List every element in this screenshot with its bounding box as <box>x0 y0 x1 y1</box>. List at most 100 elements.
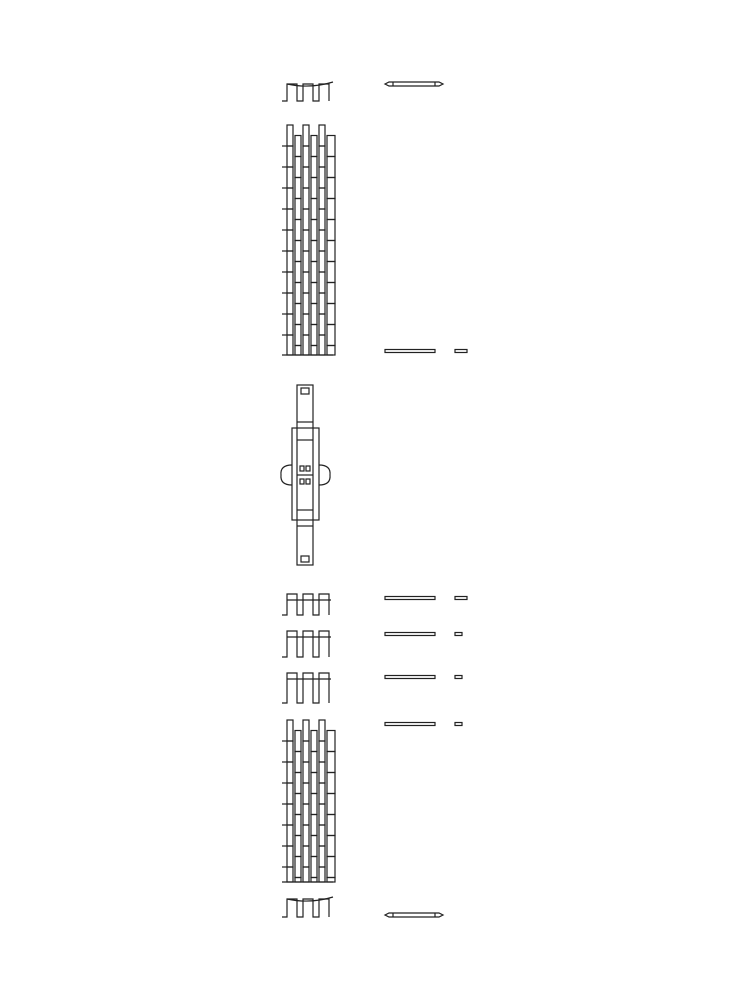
link-brick <box>326 197 336 221</box>
end-link-outline <box>282 672 330 704</box>
link-brick <box>302 313 310 336</box>
link-brick <box>302 292 310 315</box>
link-brick <box>318 761 326 784</box>
link-brick <box>318 292 326 315</box>
push-button-left <box>280 464 293 486</box>
link-brick <box>318 145 326 168</box>
pin-rod <box>454 631 463 637</box>
link-brick <box>310 155 318 179</box>
link-brick <box>286 803 294 826</box>
link-brick <box>302 782 310 805</box>
link-brick <box>310 876 318 883</box>
link-brick <box>318 334 326 356</box>
clasp-hinge-hole <box>305 478 311 485</box>
link-brick <box>294 750 302 774</box>
link-brick <box>318 187 326 210</box>
end-link-outline <box>282 898 330 918</box>
link-brick <box>286 145 294 168</box>
link-brick <box>318 719 326 742</box>
link-brick <box>326 855 336 879</box>
end-link-curve <box>286 896 334 902</box>
link-brick <box>326 260 336 284</box>
link-brick <box>294 155 302 179</box>
link-brick <box>326 281 336 305</box>
link-brick <box>286 761 294 784</box>
link-brick <box>302 145 310 168</box>
link-brick <box>294 813 302 837</box>
clasp-side-view <box>280 384 331 566</box>
link-brick <box>302 740 310 763</box>
link-brick <box>286 334 294 356</box>
pin-upper-short <box>454 348 468 354</box>
spring-bar-bottom <box>383 912 445 918</box>
link-brick <box>318 740 326 763</box>
pin-rod <box>454 721 463 727</box>
pin-rod <box>384 631 436 637</box>
link-brick <box>310 344 318 356</box>
link-brick <box>302 334 310 356</box>
clasp-cover <box>291 427 320 521</box>
end-link-outline <box>282 593 330 616</box>
link-brick <box>318 803 326 826</box>
link-brick <box>294 771 302 795</box>
link-brick <box>310 323 318 347</box>
link-brick <box>318 166 326 189</box>
link-brick <box>286 845 294 868</box>
link-brick <box>318 845 326 868</box>
link-brick <box>302 824 310 847</box>
link-brick <box>302 866 310 883</box>
link-brick <box>294 281 302 305</box>
end-link-top <box>282 81 334 102</box>
link-brick <box>326 218 336 242</box>
link-brick <box>286 740 294 763</box>
link-brick <box>318 866 326 883</box>
link-brick <box>286 124 294 147</box>
link-brick <box>286 866 294 883</box>
link-brick <box>286 292 294 315</box>
link-brick <box>302 761 310 784</box>
link-brick <box>302 187 310 210</box>
link-single-1 <box>282 593 331 616</box>
link-brick <box>286 229 294 252</box>
link-brick <box>286 782 294 805</box>
link-brick <box>310 792 318 816</box>
link-brick <box>294 239 302 263</box>
link-brick <box>310 176 318 200</box>
link-brick <box>310 855 318 879</box>
link-brick <box>310 302 318 326</box>
link-brick <box>326 323 336 347</box>
clasp-hinge-hole <box>299 465 305 472</box>
clasp-hinge-hole <box>299 478 305 485</box>
pin-rod <box>454 348 468 354</box>
pin-rod <box>383 81 445 87</box>
link-brick <box>326 302 336 326</box>
link-brick <box>310 729 318 753</box>
link-segment-lower <box>282 719 336 883</box>
pin-3 <box>384 674 436 680</box>
link-brick <box>318 824 326 847</box>
link-brick <box>310 771 318 795</box>
link-brick <box>294 855 302 879</box>
link-brick <box>294 302 302 326</box>
pin-rod <box>454 674 463 680</box>
clasp-hinge-hole <box>305 465 311 472</box>
link-brick <box>302 124 310 147</box>
link-brick <box>326 344 336 356</box>
pin-3-short <box>454 674 463 680</box>
link-brick <box>294 197 302 221</box>
link-brick <box>326 134 336 158</box>
end-link-outline <box>282 630 330 658</box>
link-brick <box>286 187 294 210</box>
link-brick <box>302 250 310 273</box>
link-brick <box>326 876 336 883</box>
link-brick <box>302 719 310 742</box>
pin-rod <box>454 595 468 601</box>
link-brick <box>294 729 302 753</box>
link-brick <box>294 134 302 158</box>
link-brick <box>294 834 302 858</box>
spring-bar-top <box>383 81 445 87</box>
pin-rod <box>384 674 436 680</box>
link-brick <box>318 250 326 273</box>
clasp-tab-top <box>300 387 310 395</box>
